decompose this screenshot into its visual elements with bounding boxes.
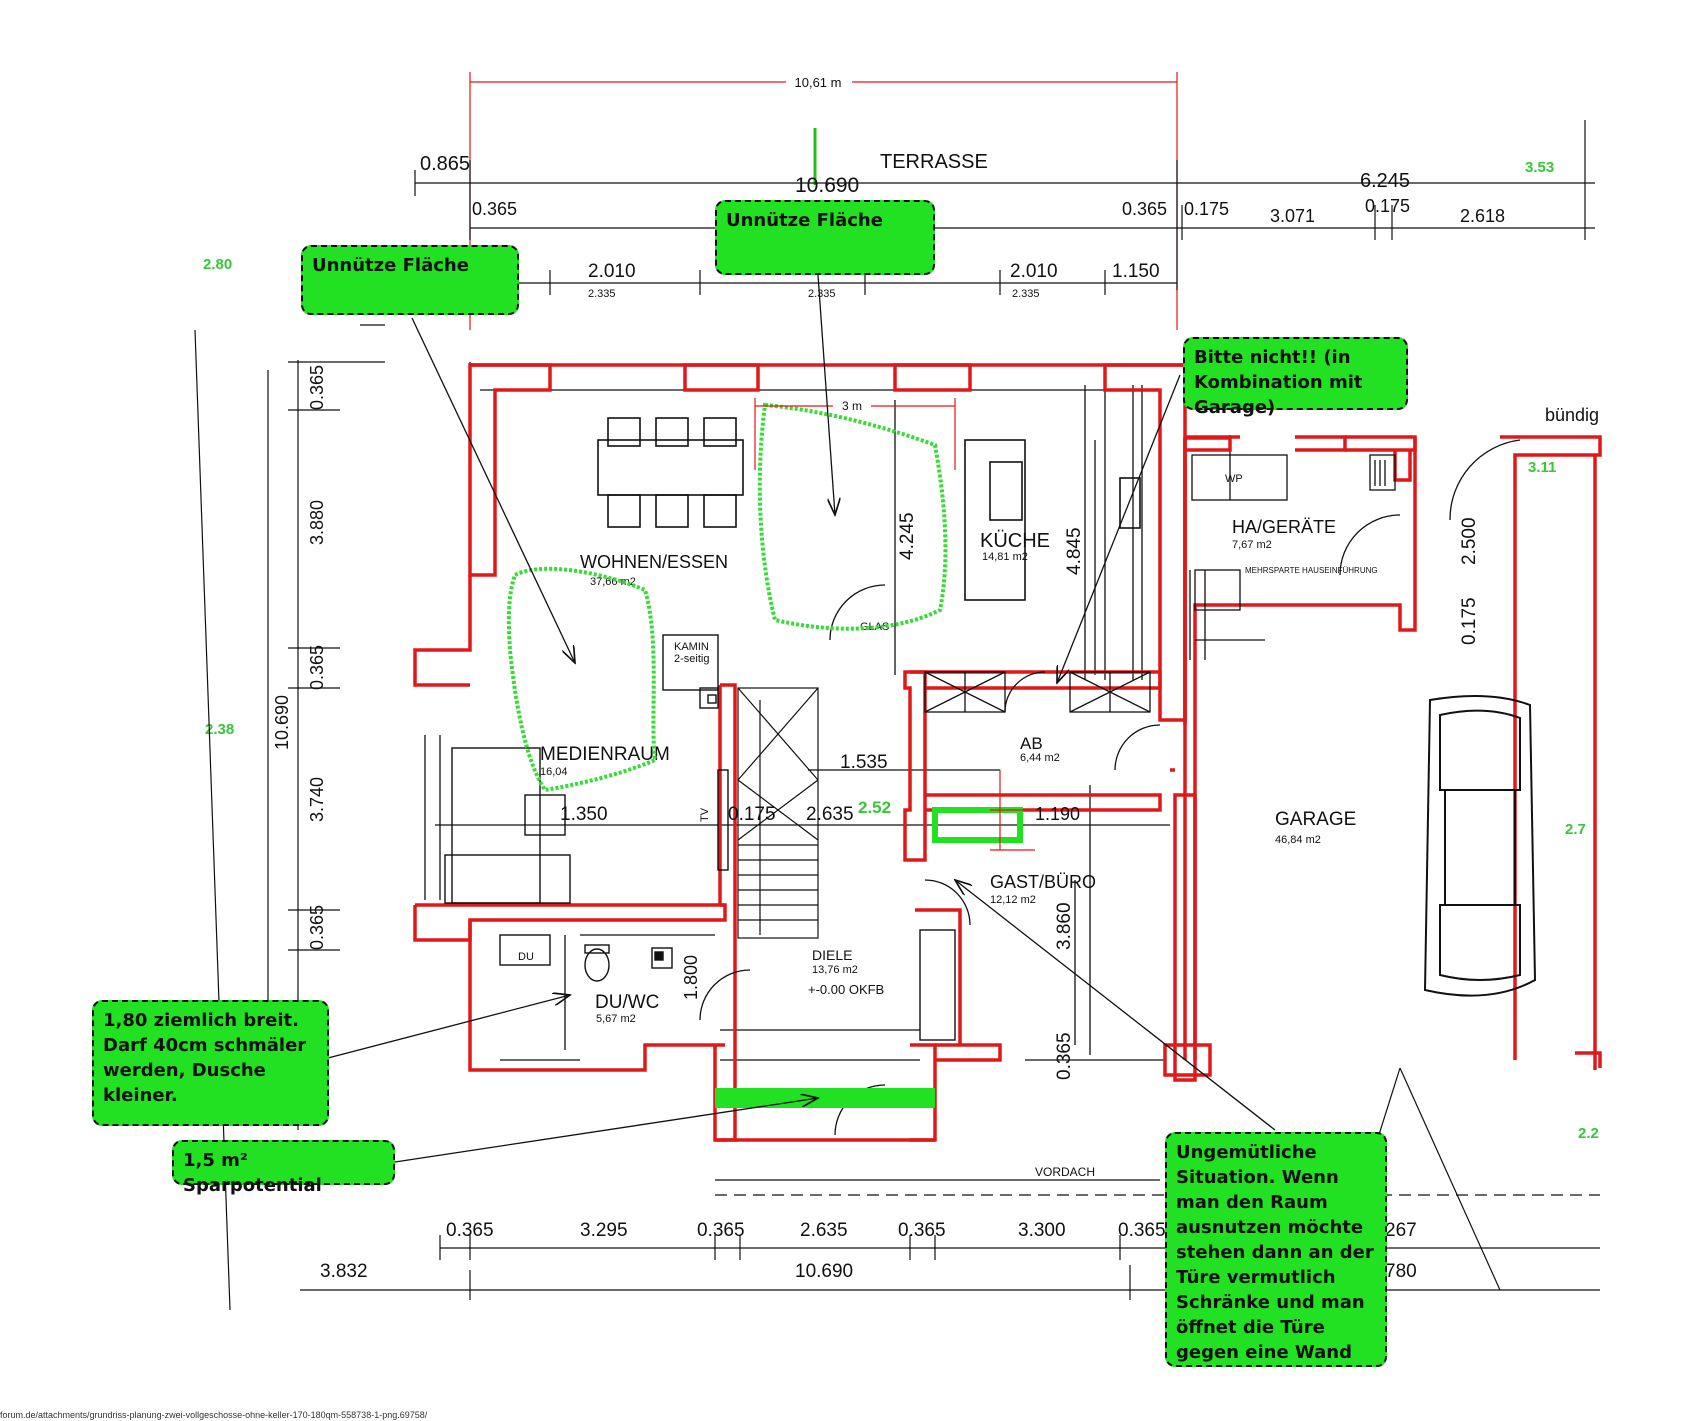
staircase	[737, 687, 819, 939]
dim-inner-g: 3.860	[1054, 902, 1075, 950]
room-diele-name: DIELE	[812, 947, 852, 963]
room-gast-area: 12,12 m2	[990, 894, 1036, 906]
dim-bottom-f: 3.300	[1018, 1220, 1066, 1241]
room-medien-area: 16,04	[540, 766, 568, 778]
dim-inner-l: 1.800	[681, 955, 701, 1000]
dim-top-m: 2.335	[1012, 288, 1040, 300]
inner-measure-label: 3 m	[842, 399, 862, 413]
dim-top-i: 2.618	[1460, 206, 1505, 226]
car-icon	[1423, 695, 1537, 997]
dining-table	[597, 417, 744, 528]
room-kueche-name: KÜCHE	[980, 530, 1050, 552]
glas-label: GLAS	[860, 621, 889, 633]
highlight-entrance	[715, 1088, 935, 1108]
tv-label: TV	[699, 807, 711, 822]
dim-top-d: 0.365	[472, 199, 517, 219]
dim-inner-h: 0.365	[1054, 1032, 1075, 1080]
canopy-label: VORDACH	[1035, 1165, 1095, 1179]
dim-inner-f: 0.175	[728, 804, 776, 825]
dim-bottom-j: 267	[1385, 1220, 1417, 1241]
dim-top-f: 0.175	[1184, 199, 1229, 219]
room-diele-level: +-0.00 OKFB	[808, 982, 884, 997]
dim-top-e: 0.365	[1122, 199, 1167, 219]
highlight-ab-door	[932, 807, 1023, 843]
dim-bottom-g: 0.365	[1118, 1220, 1166, 1241]
terrace-label: TERRASSE	[880, 151, 988, 173]
dim-bottom-k: 780	[1385, 1261, 1417, 1282]
room-ha-name: HA/GERÄTE	[1232, 517, 1336, 537]
note-ungemuetlich: Ungemütliche Situation. Wenn man den Rau…	[1165, 1132, 1387, 1367]
note-sparpotential: 1,5 m² Sparpotential	[172, 1140, 395, 1196]
dim-inner-k: 1.190	[1035, 804, 1080, 824]
dim-bottom-c: 0.365	[697, 1220, 745, 1241]
green-dim-e: 2.52	[858, 798, 891, 817]
dim-inner-e: 2.635	[806, 804, 854, 825]
dim-top-a: 0.865	[420, 153, 470, 175]
green-dim-c: 3.53	[1525, 159, 1554, 176]
room-garage-area: 46,84 m2	[1275, 834, 1321, 846]
dim-left-d: 10.690	[272, 695, 292, 750]
dim-inner-j: 0.175	[1459, 597, 1480, 645]
annotation-arrows	[327, 274, 1276, 1163]
room-ab-area: 6,44 m2	[1020, 752, 1060, 764]
dim-top-g: 3.071	[1270, 206, 1315, 226]
dim-inner-i: 2.500	[1459, 517, 1480, 565]
room-medien-name: MEDIENRAUM	[540, 744, 670, 765]
dim-left-c: 0.365	[307, 645, 327, 690]
top-measure-label: 10,61 m	[795, 75, 842, 90]
kamin-sub: 2-seitig	[674, 653, 709, 665]
wp-label: WP	[1225, 473, 1243, 485]
dim-top-b: 10.690	[795, 174, 859, 197]
note-unnuetze-flaeche-top: Unnütze Fläche	[715, 200, 935, 275]
room-wohnen-name: WOHNEN/ESSEN	[580, 552, 728, 572]
green-dim-f: 2.7	[1565, 821, 1586, 838]
kitchen-island	[964, 439, 1141, 601]
green-dim-g: 2.2	[1578, 1125, 1599, 1142]
shower-label: DU	[518, 951, 534, 963]
room-diele-area: 13,76 m2	[812, 964, 858, 976]
source-url: forum.de/attachments/grundriss-planung-z…	[0, 1410, 428, 1420]
room-ha-area: 7,67 m2	[1232, 539, 1272, 551]
dim-inner-a: 4.245	[897, 512, 918, 560]
dim-left-f: 0.365	[307, 905, 327, 950]
dim-bottom-d: 2.635	[800, 1220, 848, 1241]
dim-top-o: 2.335	[808, 288, 836, 300]
room-duwc-area: 5,67 m2	[596, 1013, 636, 1025]
dim-bottom-e: 0.365	[898, 1220, 946, 1241]
neighbour-label: bündig	[1545, 405, 1599, 425]
dim-left-e: 3.740	[307, 777, 327, 822]
dim-inner-c: 1.535	[840, 752, 888, 773]
green-dim-b: 2.38	[205, 721, 234, 738]
dim-bottom-i: 10.690	[795, 1261, 853, 1282]
green-highlights	[506, 402, 948, 793]
room-garage-name: GARAGE	[1275, 809, 1356, 830]
sparte-label: MEHRSPARTE HAUSEINFÜHRUNG	[1245, 566, 1378, 575]
room-duwc-name: DU/WC	[595, 992, 659, 1013]
dim-top-k: 2.335	[588, 288, 616, 300]
walls	[413, 363, 1602, 1142]
dim-top-c: 6.245	[1360, 170, 1410, 192]
dim-left-b: 3.880	[307, 500, 327, 545]
room-kueche-area: 14,81 m2	[982, 551, 1028, 563]
room-wohnen-area: 37,66 m2	[590, 576, 636, 588]
note-bitte-nicht: Bitte nicht!! (in Kombination mit Garage…	[1183, 337, 1408, 418]
note-unnuetze-flaeche-left: Unnütze Fläche	[301, 245, 519, 315]
dim-inner-b: 4.845	[1064, 527, 1085, 575]
dim-top-l: 2.010	[1010, 261, 1058, 282]
dim-left-a: 0.365	[307, 365, 327, 410]
kamin-label: KAMIN	[674, 641, 709, 653]
dim-bottom-h: 3.832	[320, 1261, 368, 1282]
dim-top-n: 1.150	[1112, 261, 1160, 282]
room-gast-name: GAST/BÜRO	[990, 872, 1096, 892]
green-dim-a: 2.80	[203, 256, 232, 273]
room-ab-name: AB	[1020, 734, 1043, 753]
dim-bottom-a: 0.365	[446, 1220, 494, 1241]
note-duwc-breit: 1,80 ziemlich breit. Darf 40cm schmäler …	[92, 1000, 329, 1126]
dim-bottom-b: 3.295	[580, 1220, 628, 1241]
dim-inner-d: 1.350	[560, 804, 608, 825]
dim-top-j: 2.010	[588, 261, 636, 282]
dim-top-h: 0.175	[1365, 196, 1410, 216]
green-dim-d: 3.11	[1528, 459, 1556, 476]
